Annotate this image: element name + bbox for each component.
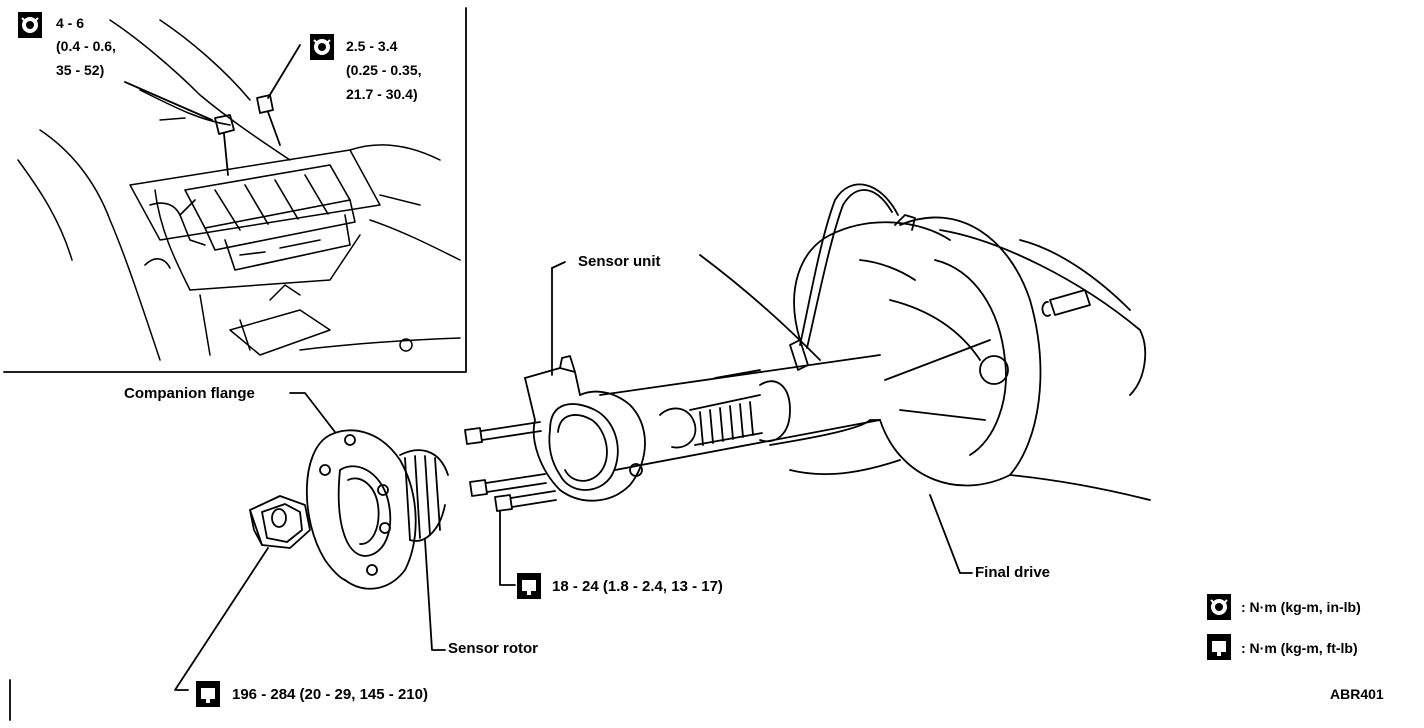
figure-code: ABR401 — [1330, 686, 1384, 702]
sensor-unit — [524, 261, 646, 502]
inset-body-sketch — [17, 19, 461, 361]
companion-flange — [289, 392, 449, 590]
final-drive-housing — [699, 183, 1151, 501]
torque-nut-value: 196 - 284 (20 - 29, 145 - 210) — [232, 686, 428, 703]
bolt-3 — [494, 490, 557, 586]
inset-torque-1-line3: 35 - 52) — [56, 62, 105, 78]
drive-shaft — [599, 354, 881, 471]
label-companion-flange: Companion flange — [124, 385, 255, 402]
inset-box — [3, 7, 467, 373]
bolt-1 — [464, 421, 542, 445]
label-final-drive: Final drive — [975, 564, 1051, 581]
torque-inlb-icon — [18, 12, 42, 38]
leader-sensor-rotor — [424, 539, 446, 651]
torque-inlb-icon — [310, 34, 334, 60]
inset-bolt-1 — [124, 81, 235, 176]
bolt-2 — [469, 473, 547, 497]
label-sensor-unit: Sensor unit — [578, 253, 661, 270]
legend-inlb-text: : N·m (kg-m, in-lb) — [1241, 599, 1361, 615]
inset-bolt-2 — [256, 44, 301, 146]
torque-ftlb-icon — [517, 573, 541, 599]
leader-final-drive — [929, 494, 973, 574]
inset-torque-1-line1: 4 - 6 — [56, 15, 85, 31]
legend-ftlb-text: : N·m (kg-m, ft-lb) — [1241, 640, 1358, 656]
torque-inlb-icon — [1207, 594, 1231, 620]
torque-bolts-value: 18 - 24 (1.8 - 2.4, 13 - 17) — [552, 578, 723, 595]
inset-module — [144, 164, 356, 271]
label-sensor-rotor: Sensor rotor — [448, 640, 539, 657]
torque-ftlb-icon — [1207, 634, 1231, 660]
inset-torque-2-line3: 21.7 - 30.4) — [346, 86, 418, 102]
lock-nut — [174, 495, 311, 691]
torque-ftlb-icon — [196, 681, 220, 707]
inset-torque-1-line2: (0.4 - 0.6, — [56, 38, 116, 54]
inset-torque-2-line1: 2.5 - 3.4 — [346, 38, 398, 54]
inset-torque-2-line2: (0.25 - 0.35, — [346, 62, 422, 78]
